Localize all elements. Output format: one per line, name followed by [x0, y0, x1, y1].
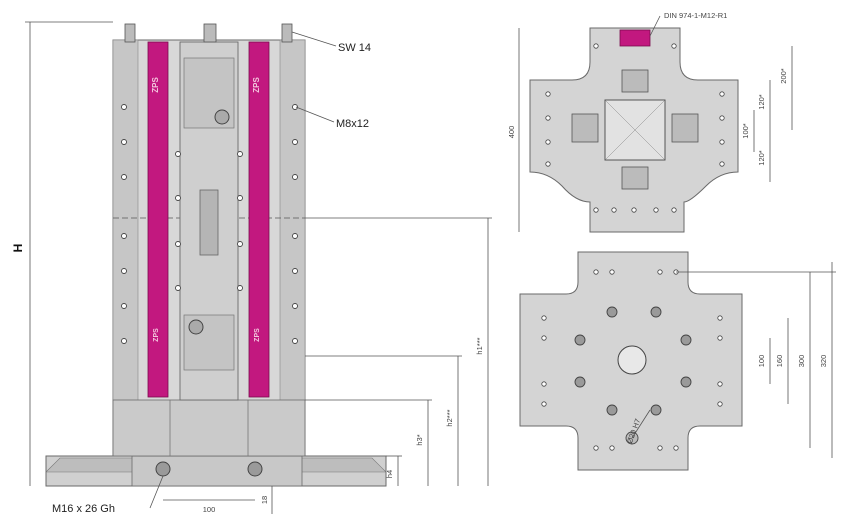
dim-H-label: H	[11, 244, 25, 253]
base-footing	[131, 455, 303, 487]
column-left-face	[112, 39, 139, 457]
dim-18-label: 18	[260, 496, 269, 504]
side-view: ZPS ZPS ZPS ZPS H SW 14 M8x12	[11, 21, 492, 515]
top-fitting-centre	[203, 23, 217, 43]
column-right-face	[279, 39, 306, 457]
callout-bottom-leader	[149, 475, 164, 509]
callout-sw-label: SW 14	[338, 42, 371, 54]
dim-h4-label: h4	[385, 470, 394, 478]
bottom-centre-bore	[617, 345, 647, 375]
bottom-holes-small	[541, 269, 723, 451]
top-clamp-n	[621, 69, 649, 93]
top-dim-200-label: 200*	[779, 68, 788, 84]
clamp-strip-right	[248, 41, 270, 398]
clamp-strip-logo-right-top: ZPS	[252, 77, 261, 93]
clamp-strip-left	[147, 41, 169, 398]
top-centre-diag-2	[604, 99, 666, 161]
bottom-dim-160-label: 160	[775, 355, 784, 368]
centre-bolt-lower	[188, 319, 204, 335]
top-dim-400-label: 400	[507, 126, 516, 139]
top-holes	[545, 43, 725, 213]
callout-sw-leader	[291, 31, 337, 47]
top-dim-120a-label: 120*	[757, 94, 766, 110]
top-din-label: DIN 974-1-M12-R1	[664, 11, 727, 20]
base-thread-hole-left	[155, 461, 171, 477]
top-dim-100-label: 100*	[741, 123, 750, 139]
dim-h2-label: h2***	[445, 409, 454, 426]
callout-thread-leader	[295, 106, 335, 123]
side-holes	[121, 104, 298, 344]
top-dim-120b-label: 120*	[757, 150, 766, 166]
clamp-strip-logo-left-bottom: ZPS	[153, 328, 160, 342]
centre-bolt-upper	[214, 109, 230, 125]
dim-h3-label: h3*	[415, 434, 424, 445]
bottom-holes-large	[574, 306, 692, 416]
top-fitting-left	[124, 23, 136, 43]
top-eye-bolt	[619, 29, 651, 47]
centre-slot	[199, 189, 219, 256]
top-clamp-w	[571, 113, 599, 143]
bottom-dim-320-label: 320	[819, 355, 828, 368]
bottom-view: Ø20 H7 100 160 300 320	[519, 251, 836, 471]
top-clamp-s	[621, 166, 649, 190]
top-clamp-e	[671, 113, 699, 143]
dim-h1-label: h1***	[475, 337, 484, 354]
callout-thread-label: M8x12	[336, 118, 369, 130]
base-thread-hole-right	[247, 461, 263, 477]
dim-100-label: 100	[203, 505, 216, 514]
top-view: DIN 974-1-M12-R1 400 200* 120* 100* 120*	[507, 11, 793, 233]
clamp-strip-logo-left-top: ZPS	[151, 77, 160, 93]
bottom-dia-leader	[631, 409, 651, 439]
top-fitting-right	[281, 23, 293, 43]
callout-bottom-thread-label: M16 x 26 Gh	[52, 503, 115, 515]
column-foot	[112, 399, 306, 457]
clamp-strip-logo-right-bottom: ZPS	[254, 328, 261, 342]
bottom-dim-100-label: 100	[757, 355, 766, 368]
top-din-leader	[649, 15, 661, 37]
bottom-dim-300-label: 300	[797, 355, 806, 368]
